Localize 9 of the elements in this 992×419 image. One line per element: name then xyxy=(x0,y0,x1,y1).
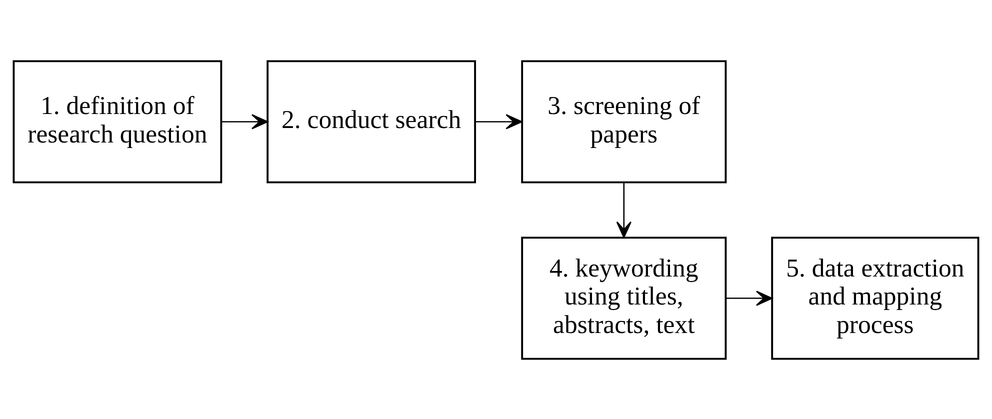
arrow xyxy=(475,114,522,129)
arrow xyxy=(221,114,268,129)
arrow xyxy=(616,182,632,238)
node-box: 1. definition of research question xyxy=(12,60,222,183)
node-box: 2. conduct search xyxy=(266,60,476,183)
node-box: 3. screening of papers xyxy=(521,60,727,183)
node-box: 5. data extraction and mapping process xyxy=(771,236,980,360)
arrow xyxy=(726,290,773,306)
node-box: 4. keywording using titles, abstracts, text xyxy=(521,236,727,360)
